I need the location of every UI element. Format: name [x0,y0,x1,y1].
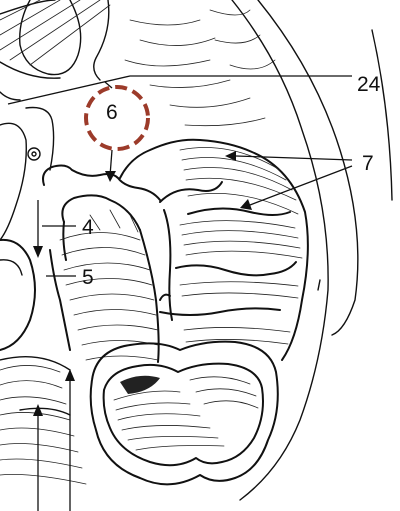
right-coiled-structure [120,140,308,360]
bottom-left-tissue [0,357,86,484]
label-6: 6 [106,101,118,124]
upper-left-folds [0,0,110,240]
labels: 24 6 7 4 5 [82,73,381,289]
label-7: 7 [362,152,374,175]
tube-opening [91,342,278,485]
label-24: 24 [357,73,381,96]
label-5: 5 [82,266,94,289]
left-tube [0,166,160,362]
label-4: 4 [82,216,94,239]
